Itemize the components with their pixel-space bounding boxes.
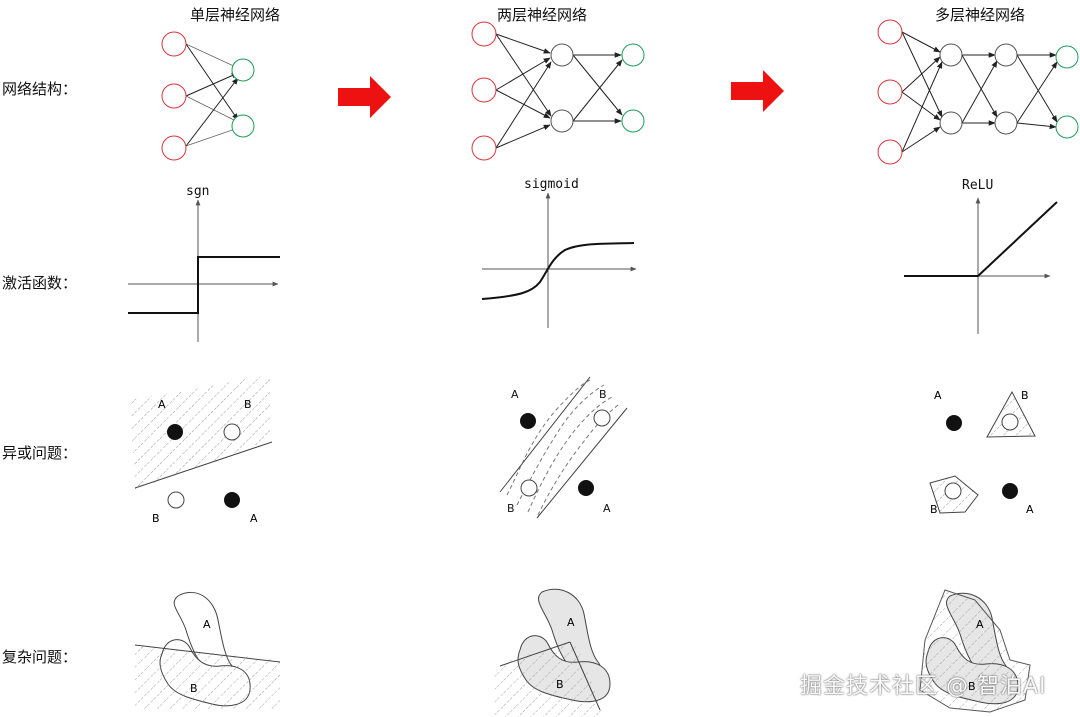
point-label-a: A bbox=[511, 388, 519, 401]
point-label-b: B bbox=[152, 512, 160, 525]
input-node bbox=[161, 31, 187, 57]
sgn-curve bbox=[128, 256, 280, 314]
region-label-a: A bbox=[567, 616, 575, 629]
point-a-filled bbox=[578, 480, 594, 496]
input-node bbox=[161, 83, 187, 109]
region-label-a: A bbox=[203, 618, 211, 631]
hidden-node bbox=[994, 43, 1018, 67]
region-label-a: A bbox=[976, 618, 984, 631]
activation-label-relu: ReLU bbox=[962, 178, 994, 193]
two-layer-network bbox=[471, 21, 645, 161]
complex-multi-layer: A B bbox=[919, 589, 1031, 713]
input-node bbox=[877, 139, 903, 165]
region-label-b: B bbox=[556, 678, 564, 691]
input-node bbox=[161, 135, 187, 161]
point-a-filled bbox=[167, 424, 183, 440]
region-label-b: B bbox=[190, 682, 198, 695]
sigmoid-curve bbox=[481, 242, 635, 300]
point-label-b: B bbox=[599, 388, 607, 401]
hidden-node bbox=[550, 109, 574, 133]
xor-two-layer: A B B A bbox=[499, 376, 628, 519]
row-label-activation: 激活函数： bbox=[2, 274, 78, 292]
point-label-a: A bbox=[250, 512, 258, 525]
point-label-b: B bbox=[244, 398, 252, 411]
row-label-xor: 异或问题： bbox=[2, 444, 78, 462]
hidden-node bbox=[939, 43, 963, 67]
single-layer-network bbox=[161, 31, 255, 161]
output-node bbox=[231, 58, 255, 82]
xor-multi-layer: A B B A bbox=[929, 389, 1036, 516]
relu-curve bbox=[904, 201, 1058, 277]
point-b-hollow bbox=[1001, 413, 1019, 431]
point-label-b: B bbox=[507, 502, 515, 515]
point-label-b: B bbox=[930, 503, 938, 516]
point-a-filled bbox=[520, 413, 536, 429]
activation-label-sigmoid: sigmoid bbox=[524, 177, 579, 192]
point-b-hollow bbox=[593, 409, 611, 427]
progression-arrow-1 bbox=[338, 76, 391, 118]
output-node bbox=[621, 43, 645, 67]
point-a-filled bbox=[224, 492, 240, 508]
activation-label-sgn: sgn bbox=[186, 184, 210, 199]
point-a-filled bbox=[946, 415, 962, 431]
sgn-plot bbox=[128, 199, 280, 342]
input-node bbox=[471, 77, 497, 103]
point-label-b: B bbox=[1021, 389, 1029, 402]
input-node bbox=[877, 19, 903, 45]
column-title-two-layer: 两层神经网络 bbox=[496, 6, 587, 24]
hidden-node bbox=[994, 111, 1018, 135]
point-b-hollow bbox=[520, 479, 538, 497]
output-node bbox=[231, 114, 255, 138]
input-node bbox=[471, 135, 497, 161]
point-b-hollow bbox=[167, 491, 185, 509]
row-label-structure: 网络结构： bbox=[2, 80, 78, 98]
input-node bbox=[471, 21, 497, 47]
region-label-b: B bbox=[968, 680, 976, 693]
hidden-node bbox=[550, 43, 574, 67]
point-label-a: A bbox=[603, 502, 611, 515]
multi-layer-network bbox=[877, 19, 1079, 165]
complex-single-layer: A B bbox=[134, 591, 281, 710]
watermark: 掘金技术社区 @ 智泊AI bbox=[800, 674, 1047, 699]
output-node bbox=[621, 109, 645, 133]
point-label-a: A bbox=[934, 389, 942, 402]
complex-two-layer: A B bbox=[495, 588, 611, 717]
progression-arrow-2 bbox=[731, 70, 784, 112]
sigmoid-plot bbox=[481, 192, 637, 328]
row-label-complex: 复杂问题： bbox=[2, 648, 78, 666]
output-node bbox=[1055, 45, 1079, 69]
input-node bbox=[877, 79, 903, 105]
xor-single-layer: A B B A bbox=[130, 375, 273, 525]
output-node bbox=[1055, 115, 1079, 139]
point-label-a: A bbox=[1026, 503, 1034, 516]
point-b-hollow bbox=[223, 423, 241, 441]
column-title-multi-layer: 多层神经网络 bbox=[934, 6, 1025, 24]
point-a-filled bbox=[1002, 483, 1018, 499]
relu-plot bbox=[904, 197, 1058, 334]
point-b-hollow bbox=[944, 482, 962, 500]
hidden-node bbox=[939, 111, 963, 135]
point-label-a: A bbox=[158, 398, 166, 411]
column-title-single-layer: 单层神经网络 bbox=[189, 6, 280, 24]
